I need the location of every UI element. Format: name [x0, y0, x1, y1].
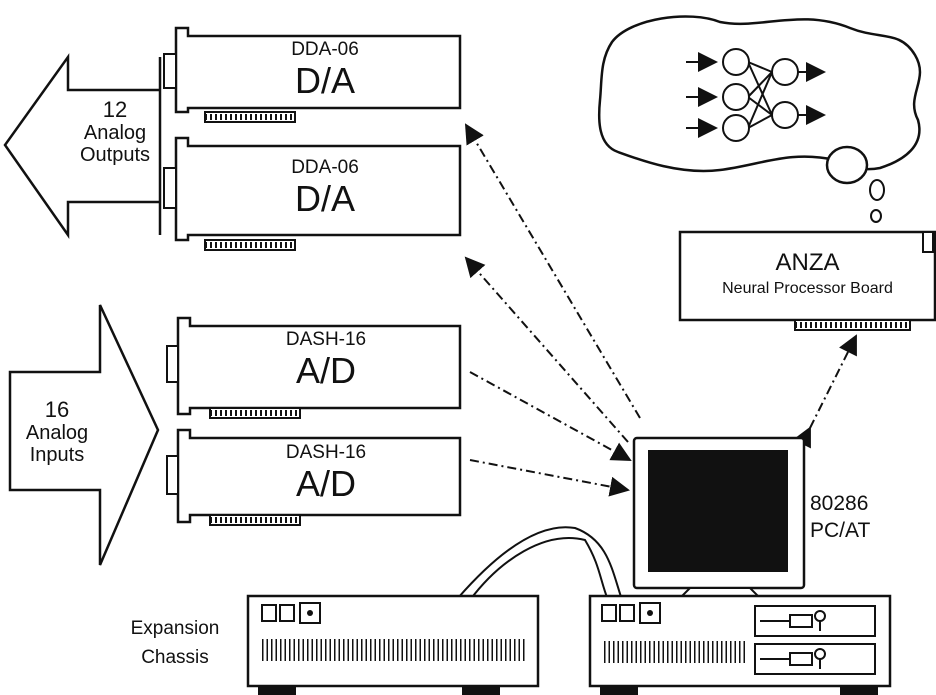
card-1-text: DDA-06 D/A: [190, 39, 460, 101]
card-3-model: DASH-16: [285, 329, 367, 350]
dda-card-1: [163, 26, 462, 123]
arrow-pc-to-dda2: [464, 256, 629, 443]
dash-card-2: [166, 428, 462, 526]
outputs-line2: Outputs: [79, 144, 151, 167]
anza-board: [678, 230, 936, 331]
arrow-dash2-to-pc: [469, 459, 630, 497]
card-4-type: A/D: [295, 462, 356, 504]
card-1-model: DDA-06: [291, 39, 359, 60]
computer-label: 80286 PC/AT: [810, 490, 900, 545]
inputs-count: 16: [44, 397, 70, 422]
computer-line2: PC/AT: [810, 519, 871, 543]
outputs-arrow: [3, 53, 162, 239]
computer-line1: 80286: [810, 492, 869, 515]
dash-card-1: [166, 316, 462, 419]
arrow-pc-to-anza: [793, 334, 857, 449]
inputs-label: 16 Analog Inputs: [12, 397, 102, 467]
thought-cloud: [597, 15, 922, 173]
monitor: [632, 436, 806, 611]
cable: [456, 526, 624, 602]
chassis-line2: Chassis: [141, 647, 209, 669]
outputs-line1: Analog: [83, 122, 147, 145]
outputs-count: 12: [102, 97, 128, 122]
outputs-label: 12 Analog Outputs: [70, 97, 160, 167]
anza-title: ANZA: [775, 249, 840, 276]
chassis-line1: Expansion: [130, 618, 220, 639]
card-4-text: DASH-16 A/D: [192, 442, 460, 504]
card-4-model: DASH-16: [285, 442, 367, 463]
arrow-pc-to-dda1: [464, 123, 641, 419]
expansion-chassis: [246, 594, 540, 695]
card-2-model: DDA-06: [291, 157, 359, 178]
card-2-text: DDA-06 D/A: [190, 157, 460, 219]
neural-network-icon: [686, 48, 826, 142]
pc-chassis: [588, 594, 892, 695]
card-1-type: D/A: [294, 59, 355, 101]
card-3-type: A/D: [295, 349, 356, 391]
arrow-dash1-to-pc: [469, 371, 632, 461]
dda-card-2: [163, 136, 462, 251]
card-2-type: D/A: [294, 177, 355, 219]
chassis-label: Expansion Chassis: [110, 614, 240, 673]
anza-text: ANZA Neural Processor Board: [680, 249, 935, 298]
inputs-line2: Inputs: [29, 444, 85, 467]
inputs-line1: Analog: [25, 422, 89, 445]
card-3-text: DASH-16 A/D: [192, 329, 460, 391]
inputs-arrow: [8, 304, 160, 566]
anza-subtitle: Neural Processor Board: [722, 280, 893, 298]
